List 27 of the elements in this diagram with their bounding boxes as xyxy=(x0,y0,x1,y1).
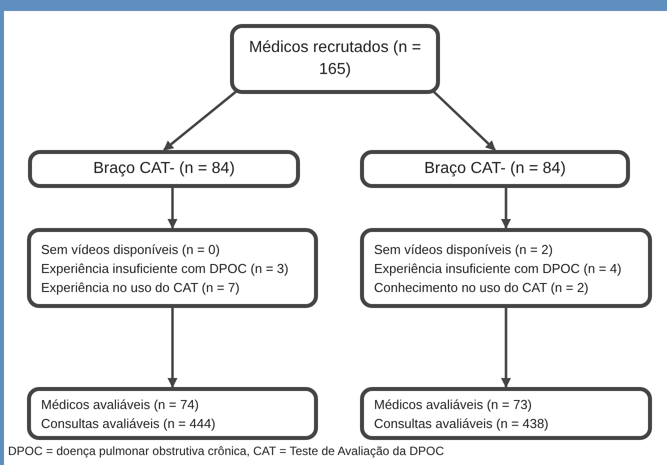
list-box xyxy=(27,228,318,308)
box-label: Médicos recrutados (n = 165) xyxy=(248,38,422,80)
list-item: Experiência no uso do CAT (n = 7) xyxy=(41,278,241,296)
arrow xyxy=(168,188,178,229)
list-item: Conhecimento no uso do CAT (n = 2) xyxy=(374,278,590,296)
list-item: Médicos avaliáveis (n = 74) xyxy=(41,396,200,414)
list-box xyxy=(27,387,318,440)
list-item: Consultas avaliáveis (n = 444) xyxy=(41,414,217,432)
list-item: Sem vídeos disponíveis (n = 2) xyxy=(374,240,554,258)
box-label: Braço CAT- (n = 84) xyxy=(92,159,236,179)
footnote: DPOC = doença pulmonar obstrutiva crônica, CAT = Teste de Avaliação da DPOC xyxy=(8,444,444,458)
list-item: Sem vídeos disponíveis (n = 0) xyxy=(41,240,221,258)
arrow xyxy=(168,308,178,388)
process-box xyxy=(230,24,440,94)
box-label: Braço CAT- (n = 84) xyxy=(423,159,567,179)
process-box xyxy=(28,150,300,188)
list-item: Consultas avaliáveis (n = 438) xyxy=(374,414,550,432)
arrow xyxy=(501,308,511,388)
list-box xyxy=(360,387,652,440)
process-box xyxy=(360,150,630,188)
arrow xyxy=(431,89,496,151)
list-box xyxy=(360,228,652,308)
arrow xyxy=(163,89,239,151)
arrow xyxy=(501,188,511,229)
list-item: Experiência insuficiente com DPOC (n = 4) xyxy=(374,260,622,278)
list-item: Médicos avaliáveis (n = 73) xyxy=(374,396,533,414)
list-item: Experiência insuficiente com DPOC (n = 3) xyxy=(41,260,290,278)
